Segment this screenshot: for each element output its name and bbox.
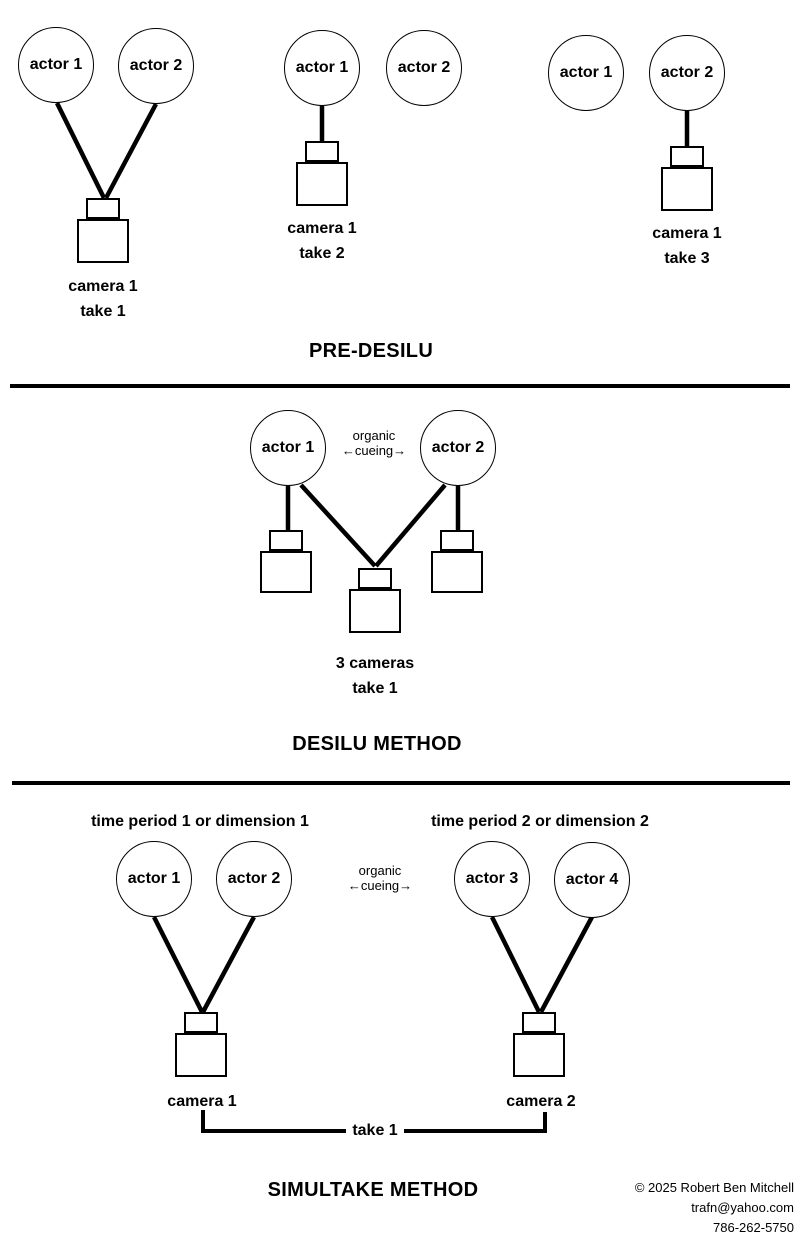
actor4-label: actor 4 — [565, 871, 619, 888]
actor2-label: actor 2 — [397, 59, 451, 76]
actor1-label: actor 1 — [29, 56, 83, 73]
actor2-circle: actor 2 — [386, 30, 462, 106]
actor1-label: actor 1 — [127, 870, 181, 887]
actor2-label: actor 2 — [660, 64, 714, 81]
section-title-desilu: DESILU METHOD — [292, 733, 462, 755]
camera-body — [77, 219, 129, 263]
camera-body — [296, 162, 348, 206]
cueing-line1: organic — [352, 428, 396, 443]
middle-camera-lens — [358, 568, 392, 589]
camera-name: camera 1 — [652, 225, 722, 242]
right-group-heading: time period 2 or dimension 2 — [431, 813, 649, 830]
connector-actor3-camera2 — [489, 916, 542, 1013]
section-title-pre-desilu: PRE-DESILU — [308, 340, 434, 362]
middle-camera-body — [349, 589, 401, 633]
cueing-line2: ←cueing→ — [341, 443, 407, 458]
shared-take-caption: take 1 — [352, 1122, 398, 1139]
cueing-line1: organic — [358, 863, 402, 878]
actor3-label: actor 3 — [465, 870, 519, 887]
section-title-simultake: SIMULTAKE METHOD — [267, 1179, 479, 1201]
connector-actor2-middle-camera — [374, 483, 447, 568]
right-camera-body — [431, 551, 483, 593]
camera-caption: camera 1 take 1 — [43, 274, 163, 324]
actor1-circle: actor 1 — [284, 30, 360, 106]
actor1-circle: actor 1 — [18, 27, 94, 103]
take-name: take 3 — [664, 250, 710, 267]
left-group-heading: time period 1 or dimension 1 — [91, 813, 309, 830]
actor1-circle: actor 1 — [116, 841, 192, 917]
take-name: take 2 — [299, 245, 345, 262]
actor1-label: actor 1 — [559, 64, 613, 81]
cameras-count: 3 cameras — [335, 655, 415, 672]
actor1-circle: actor 1 — [548, 35, 624, 111]
actor1-label: actor 1 — [261, 439, 315, 456]
camera-name: camera 1 — [287, 220, 357, 237]
actor2-circle: actor 2 — [649, 35, 725, 111]
actor2-circle: actor 2 — [118, 28, 194, 104]
camera2-caption: camera 2 — [481, 1089, 601, 1114]
camera-lens — [86, 198, 120, 219]
connector-actor1-camera — [54, 102, 107, 199]
footer-contact-block: © 2025 Robert Ben Mitchell trafn@yahoo.c… — [544, 1178, 794, 1238]
cueing-line2: ←cueing→ — [347, 878, 413, 893]
camera1-lens — [184, 1012, 218, 1033]
camera-name: camera 1 — [68, 278, 138, 295]
camera-lens — [670, 146, 704, 167]
actor4-circle: actor 4 — [554, 842, 630, 918]
organic-cueing-annotation: organic ←cueing→ — [320, 863, 440, 893]
right-camera-lens — [440, 530, 474, 551]
organic-cueing-annotation: organic ←cueing→ — [314, 428, 434, 458]
phone-text: 786-262-5750 — [713, 1220, 794, 1235]
actor2-label: actor 2 — [227, 870, 281, 887]
cameras-caption: 3 cameras take 1 — [315, 651, 435, 701]
camera1-caption: camera 1 — [142, 1089, 262, 1114]
camera-name: camera 2 — [506, 1093, 576, 1110]
camera-lens — [305, 141, 339, 162]
left-camera-body — [260, 551, 312, 593]
take-bracket-left — [201, 1110, 346, 1133]
camera-caption: camera 1 take 2 — [262, 216, 382, 266]
camera2-body — [513, 1033, 565, 1077]
take-name: take 1 — [352, 680, 398, 697]
camera-caption: camera 1 take 3 — [627, 221, 747, 271]
actor2-label: actor 2 — [129, 57, 183, 74]
camera-body — [661, 167, 713, 211]
take-name: take 1 — [80, 303, 126, 320]
actor2-circle: actor 2 — [420, 410, 496, 486]
copyright-text: © 2025 Robert Ben Mitchell — [634, 1180, 794, 1195]
left-camera-lens — [269, 530, 303, 551]
camera2-lens — [522, 1012, 556, 1033]
connector-actor1-middle-camera — [299, 483, 377, 568]
actor2-label: actor 2 — [431, 439, 485, 456]
connector-actor1-camera1 — [151, 915, 205, 1014]
connector-actor2-camera — [104, 102, 158, 200]
actor3-circle: actor 3 — [454, 841, 530, 917]
camera1-body — [175, 1033, 227, 1077]
actor2-circle: actor 2 — [216, 841, 292, 917]
connector-actor4-camera2 — [539, 915, 594, 1014]
take-bracket-right — [404, 1112, 547, 1133]
camera-name: camera 1 — [167, 1093, 237, 1110]
actor1-label: actor 1 — [295, 59, 349, 76]
actor1-circle: actor 1 — [250, 410, 326, 486]
connector-actor2-camera1 — [201, 915, 256, 1014]
email-text: trafn@yahoo.com — [691, 1200, 794, 1215]
